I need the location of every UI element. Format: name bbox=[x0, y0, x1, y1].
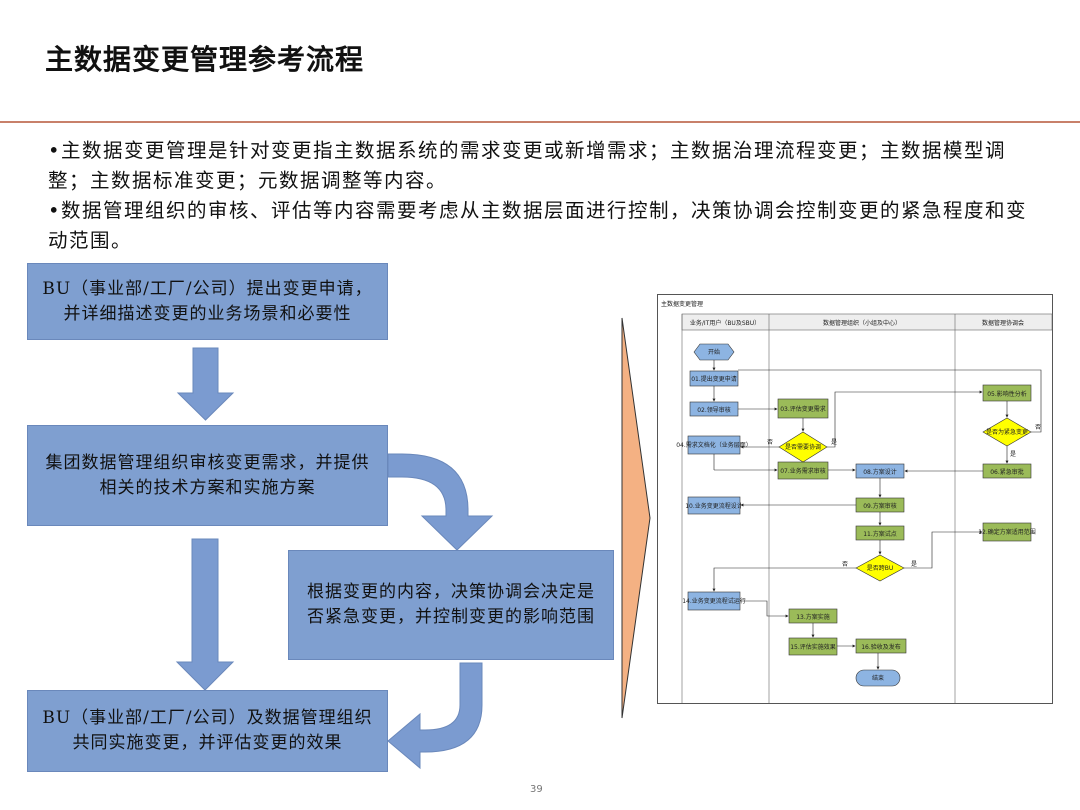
curved-arrow bbox=[387, 453, 494, 551]
step-label: 05.影响性分析 bbox=[987, 390, 1027, 398]
step-label: 16.验收及发布 bbox=[861, 643, 901, 651]
process-step: 05.影响性分析 bbox=[982, 384, 1032, 402]
decision-label: 是否为紧急变更 bbox=[986, 428, 1028, 436]
step-label: 11.方案试点 bbox=[863, 530, 897, 538]
title-divider bbox=[0, 121, 1080, 123]
step-label: 03.评估变更需求 bbox=[780, 405, 826, 413]
connectors bbox=[712, 360, 1042, 670]
process-step: 14.业务变更流程试运行 bbox=[682, 591, 746, 611]
branch-label: 否 bbox=[1035, 424, 1041, 431]
step-box-request: BU（事业部/工厂/公司）提出变更申请，并详细描述变更的业务场景和必要性 bbox=[27, 263, 388, 340]
process-step: 11.方案试点 bbox=[855, 525, 905, 541]
step-label: 14.业务变更流程试运行 bbox=[682, 597, 746, 605]
process-step: 12.确定方案适用范围 bbox=[978, 522, 1036, 542]
step-label: 04.需求文档化（业务层面） bbox=[676, 441, 752, 449]
transition-triangle bbox=[621, 317, 651, 719]
process-step: 06.紧急审批 bbox=[982, 463, 1032, 479]
end-node bbox=[855, 669, 901, 687]
step-label: 13.方案实施 bbox=[796, 613, 830, 621]
step-box-decision: 根据变更的内容，决策协调会决定是否紧急变更，并控制变更的影响范围 bbox=[288, 550, 614, 660]
decision-label: 是否跨BU bbox=[867, 564, 894, 572]
lane-label: 数据管理协调会 bbox=[982, 319, 1024, 327]
process-step: 07.业务需求审核 bbox=[777, 461, 829, 480]
step-label: 07.业务需求审核 bbox=[780, 467, 826, 475]
bullet-list: •主数据变更管理是针对变更指主数据系统的需求变更或新增需求；主数据治理流程变更；… bbox=[48, 136, 1028, 256]
bullet-item: •数据管理组织的审核、评估等内容需要考虑从主数据层面进行控制，决策协调会控制变更… bbox=[48, 199, 1028, 252]
step-label: 15.评估实施效果 bbox=[790, 643, 836, 651]
branch-label: 否 bbox=[842, 561, 848, 568]
down-arrow bbox=[175, 538, 235, 691]
lane-label: 业务/IT用户（BU及SBU） bbox=[690, 319, 760, 327]
step-label: 02.领导审核 bbox=[697, 406, 731, 414]
lane-label: 数据管理组织（小组及中心） bbox=[823, 319, 901, 327]
process-step: 08.方案设计 bbox=[855, 463, 905, 479]
step-label: 08.方案设计 bbox=[863, 468, 897, 476]
branch-label: 是 bbox=[911, 561, 917, 568]
start-node bbox=[693, 343, 735, 361]
end-label: 结束 bbox=[872, 674, 884, 682]
process-step: 15.评估实施效果 bbox=[788, 637, 838, 656]
step-label: 10.业务变更流程设计 bbox=[685, 502, 743, 510]
process-step: 13.方案实施 bbox=[788, 608, 838, 624]
page-title: 主数据变更管理参考流程 bbox=[45, 43, 365, 76]
branch-label: 是 bbox=[1010, 451, 1016, 458]
branch-label: 否 bbox=[767, 439, 773, 446]
branch-label: 是 bbox=[831, 439, 837, 446]
step-box-implement: BU（事业部/工厂/公司）及数据管理组织共同实施变更，并评估变更的效果 bbox=[27, 690, 388, 772]
start-label: 开始 bbox=[708, 348, 720, 356]
process-step: 01.提出变更申请 bbox=[689, 370, 739, 387]
process-step: 16.验收及发布 bbox=[855, 638, 907, 654]
step-label: 06.紧急审批 bbox=[990, 468, 1024, 476]
step-label: 12.确定方案适用范围 bbox=[978, 528, 1036, 536]
flowchart-title: 主数据变更管理 bbox=[661, 300, 703, 308]
step-label: 01.提出变更申请 bbox=[691, 375, 737, 383]
decision-label: 是否需要协调 bbox=[785, 443, 821, 451]
page-number: 39 bbox=[530, 784, 543, 795]
process-step: 03.评估变更需求 bbox=[777, 398, 829, 419]
process-step: 09.方案审核 bbox=[855, 497, 905, 513]
process-step: 10.业务变更流程设计 bbox=[685, 496, 743, 515]
step-label: 09.方案审核 bbox=[863, 502, 897, 510]
down-arrow bbox=[176, 347, 235, 421]
step-box-review: 集团数据管理组织审核变更需求，并提供相关的技术方案和实施方案 bbox=[27, 425, 388, 526]
process-step: 02.领导审核 bbox=[689, 401, 739, 417]
bullet-item: •主数据变更管理是针对变更指主数据系统的需求变更或新增需求；主数据治理流程变更；… bbox=[48, 139, 1007, 192]
swimlane-flowchart: 主数据变更管理 业务/IT用户（BU及SBU） 数据管理组织（小组及中心） 数据… bbox=[657, 294, 1053, 704]
curved-arrow bbox=[387, 662, 483, 770]
